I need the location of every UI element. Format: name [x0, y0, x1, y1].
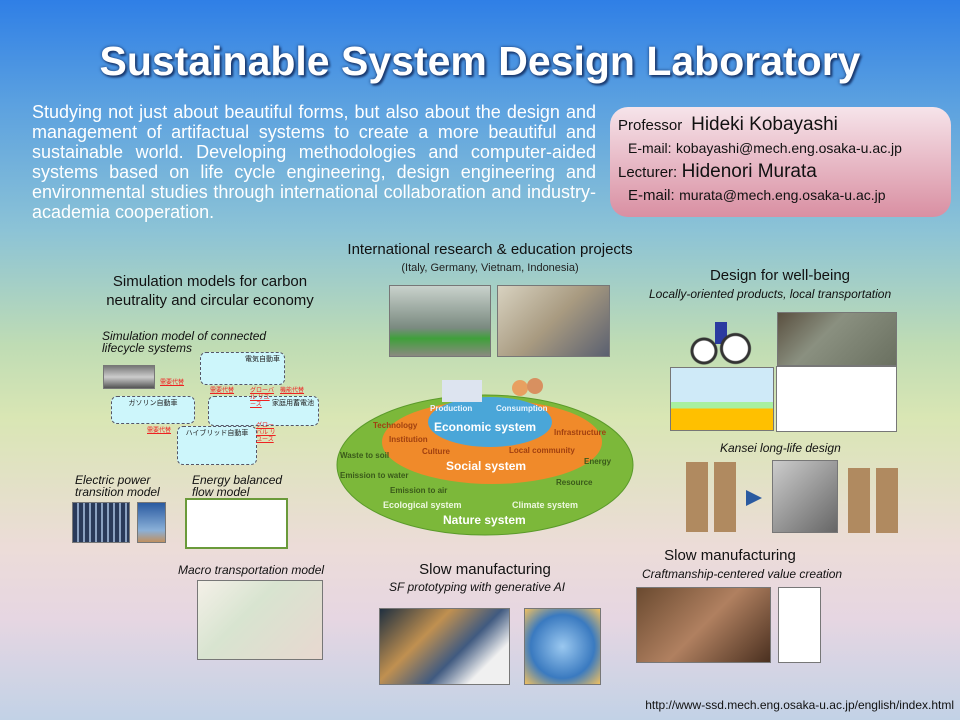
photo-glass-bottle: [778, 587, 821, 663]
macro-map: [197, 580, 323, 660]
macro-caption: Macro transportation model: [178, 563, 325, 577]
slow1-sub: SF prototyping with generative AI: [389, 580, 566, 594]
slow2-sub: Craftmanship-centered value creation: [642, 567, 843, 581]
label-consumption: Consumption: [496, 404, 548, 413]
factory-icon: [442, 380, 482, 402]
energy-line1: Energy balanced: [192, 473, 283, 487]
label-local: Local community: [509, 446, 575, 455]
network-diagram: [776, 366, 897, 432]
photo-phone-cases-2: [848, 468, 900, 533]
photo-phone-cases: [686, 462, 738, 532]
service-diagram: [670, 367, 774, 431]
intl-sub: (Italy, Germany, Vietnam, Indonesia): [401, 262, 579, 274]
label-institution: Institution: [389, 435, 428, 444]
photo-craftsman: [636, 587, 771, 663]
wellbeing-sub: Locally-oriented products, local transpo…: [649, 287, 892, 301]
kansei-caption: Kansei long-life design: [720, 441, 841, 455]
label-economic: Economic system: [434, 420, 537, 434]
photo-town-model: [777, 312, 897, 366]
label-ecological: Ecological system: [383, 500, 462, 510]
energy-flow-diagram: [185, 498, 288, 549]
prof-email-label: E-mail:: [628, 140, 672, 156]
photo-green-car: [389, 285, 491, 357]
label-water: Emission to water: [340, 471, 409, 480]
lect-email-label: E-mail:: [628, 187, 675, 204]
link-label: 機能代替: [280, 388, 305, 394]
contact-card: Professor Hideki Kobayashi E-mail: kobay…: [610, 107, 951, 217]
label-air: Emission to air: [390, 486, 448, 495]
energy-line2: flow model: [192, 485, 250, 499]
lect-label: Lecturer:: [618, 164, 678, 181]
prof-name: Hideki Kobayashi: [691, 114, 838, 135]
connected-line2: lifecycle systems: [102, 341, 193, 355]
sf-prototype-image: [379, 608, 510, 685]
wellbeing-heading: Design for well-being: [709, 267, 851, 284]
prof-label: Professor: [618, 117, 683, 134]
sim-heading: Simulation models for carbon neutrality a…: [60, 272, 360, 310]
diagram-labels: Production Consumption Economic system S…: [330, 370, 640, 540]
page-title: Sustainable System Design Laboratory: [99, 38, 861, 84]
photo-machine: [772, 460, 838, 533]
slow2-heading: Slow manufacturing: [664, 547, 796, 564]
label-energy: Energy: [584, 457, 612, 466]
label-social: Social system: [446, 459, 527, 473]
cluster-battery: 家庭用蓄電池: [208, 396, 319, 426]
economic-ellipse: [428, 397, 552, 447]
link-label: 需要代替: [210, 388, 235, 394]
photo-car: [103, 365, 155, 389]
photo-solar: [72, 502, 130, 543]
connected-line1: Simulation model of connected: [102, 329, 267, 343]
elec-line2: transition model: [75, 485, 160, 499]
link-label: 需要代替: [160, 380, 185, 386]
photo-meeting: [497, 285, 610, 357]
label-resource: Resource: [556, 478, 593, 487]
elec-line1: Electric power: [75, 473, 151, 487]
label-production: Production: [430, 404, 473, 413]
arrow-icon: [746, 490, 762, 506]
photo-wind: [137, 502, 166, 543]
label-technology: Technology: [373, 421, 418, 430]
label-infrastructure: Infrastructure: [554, 428, 607, 437]
lect-name: Hidenori Murata: [681, 161, 817, 182]
label-nature: Nature system: [443, 513, 526, 527]
people-icon: [512, 380, 528, 396]
prof-email[interactable]: kobayashi@mech.eng.osaka-u.ac.jp: [676, 140, 902, 156]
sim-heading-line2: neutrality and circular economy: [106, 292, 314, 309]
intro-text: Studying not just about beautiful forms,…: [32, 102, 596, 222]
cluster-hybrid: ハイブリッド自動車: [177, 426, 257, 465]
cluster-ev: 電気自動車: [200, 352, 285, 385]
link-label: 需要代替: [147, 428, 172, 434]
link-label: グローバル リユース: [250, 388, 274, 408]
system-diagram: [336, 378, 634, 536]
photo-wheelchair: [683, 316, 753, 366]
label-climate: Climate system: [512, 500, 579, 510]
slow1-heading: Slow manufacturing: [419, 561, 551, 578]
lab-url[interactable]: http://www-ssd.mech.eng.osaka-u.ac.jp/en…: [645, 698, 954, 712]
people-icon: [527, 378, 543, 394]
label-waste: Waste to soil: [340, 451, 390, 460]
link-label: グローバル リユース: [256, 423, 276, 443]
cluster-gasoline: ガソリン自動車: [111, 396, 195, 424]
label-culture: Culture: [422, 447, 450, 456]
ai-robot-image: [524, 608, 601, 685]
sim-heading-line1: Simulation models for carbon: [112, 273, 308, 290]
lect-email[interactable]: murata@mech.eng.osaka-u.ac.jp: [679, 187, 886, 203]
intl-heading: International research & education proje…: [347, 241, 633, 258]
